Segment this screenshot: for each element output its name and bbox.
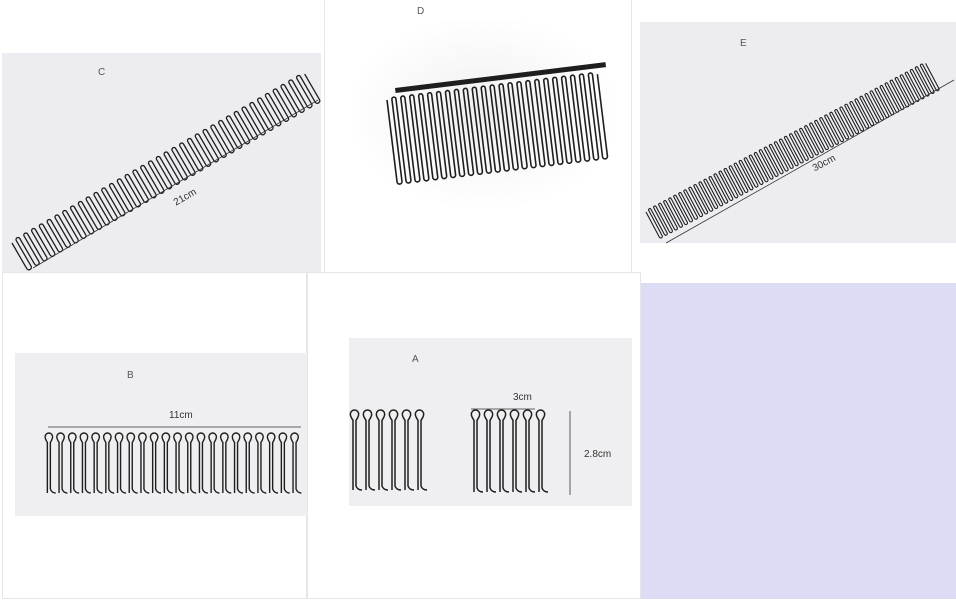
product-panel-c[interactable]: C 21cm: [0, 0, 323, 272]
comb-a-image: [349, 408, 571, 495]
comb-wire: [44, 432, 302, 494]
comb-d: [386, 72, 609, 185]
comb-a-left: [349, 409, 428, 491]
comb-b: [44, 432, 302, 494]
comb-wire: [11, 73, 321, 271]
comb-c: [11, 73, 321, 271]
product-label-c: C: [98, 67, 106, 78]
length-label-b: 11cm: [169, 410, 193, 421]
comb-d-image: [386, 62, 609, 185]
product-panel-b[interactable]: B 11cm: [2, 272, 308, 599]
product-label-b: B: [127, 370, 134, 381]
product-panel-a[interactable]: A 3cm 2.8cm: [307, 272, 641, 599]
comb-wire: [470, 409, 549, 493]
comb-wire: [386, 72, 609, 185]
comb-e: [645, 63, 940, 239]
empty-filler: [641, 283, 956, 599]
comb-a-right: [470, 409, 549, 493]
dimension-line-c: [32, 99, 319, 269]
product-label-d: D: [417, 6, 425, 17]
comb-wire: [349, 409, 428, 491]
comb-wire: [645, 63, 940, 239]
product-panel-d[interactable]: D: [324, 0, 631, 272]
product-label-a: A: [412, 354, 419, 365]
product-panel-e[interactable]: E 30cm: [631, 0, 956, 283]
dimension-line-e: [665, 79, 955, 244]
comb-e-image: [645, 63, 955, 244]
product-label-e: E: [740, 38, 747, 49]
comb-b-image: [44, 426, 302, 494]
height-label-a: 2.8cm: [584, 449, 612, 460]
comb-d-spine: [395, 62, 607, 93]
width-label-a: 3cm: [513, 392, 532, 403]
comb-c-image: [11, 73, 321, 271]
